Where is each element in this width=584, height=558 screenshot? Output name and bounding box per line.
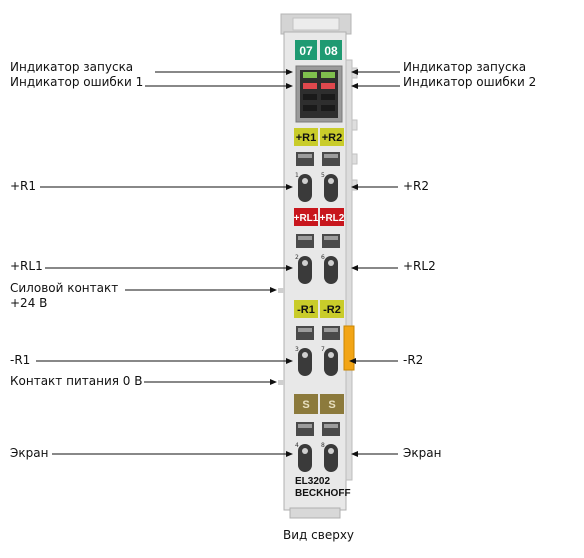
power-side-contact (343, 325, 355, 371)
tag-r1-pos (294, 128, 318, 146)
label-rl1-pos: +RL1 (10, 259, 43, 273)
bottom-clip (289, 507, 341, 519)
tag-r1-pos-text: +R1 (296, 132, 317, 144)
tag-r2-neg-text: -R2 (323, 304, 341, 316)
channel-number-right: 08 (324, 44, 338, 58)
tag-r2-neg (320, 300, 344, 318)
label-rl2-pos: +RL2 (403, 259, 436, 273)
label-error-led-2: Индикатор ошибки 2 (403, 75, 537, 89)
terminal-number-1: 1 (295, 172, 299, 179)
power-contact-0v-pin (278, 380, 284, 385)
channel-box-left (295, 40, 317, 60)
tag-r2-pos-text: +R2 (322, 132, 343, 144)
terminal-number-4: 4 (295, 442, 299, 449)
side-rail (345, 59, 353, 481)
label-r1-neg: -R1 (10, 353, 31, 367)
terminal-module: 07 08 +R1 +R2 +RL1 +RL2 -R1 -R2 (278, 13, 358, 519)
run-led-right (321, 72, 335, 78)
caption-top-view: Вид сверху (283, 528, 355, 542)
channel-box-right (320, 40, 342, 60)
label-power-contact-voltage: +24 В (10, 296, 48, 310)
led-window (295, 65, 343, 123)
callout-arrows (36, 69, 400, 457)
terminal-number-8: 8 (321, 442, 325, 449)
power-contact-pin (278, 288, 284, 293)
brand-logo: BECKHOFF (295, 488, 351, 499)
label-shield-left: Экран (10, 446, 49, 460)
error-led-1 (303, 83, 317, 89)
terminal-number-2: 2 (295, 254, 299, 261)
label-error-led-1: Индикатор ошибки 1 (10, 75, 144, 89)
tag-rl1-pos (294, 208, 318, 226)
tag-r2-pos (320, 128, 344, 146)
tag-rl1-pos-text: +RL1 (294, 213, 319, 224)
run-led-left (303, 72, 317, 78)
tag-r1-neg-text: -R1 (297, 304, 315, 316)
terminal-number-7: 7 (321, 346, 325, 353)
label-run-led-right: Индикатор запуска (403, 60, 527, 74)
label-r2-pos: +R2 (403, 179, 430, 193)
tag-shield-left-text: S (302, 399, 309, 411)
error-led-2 (321, 83, 335, 89)
release-slots (296, 152, 340, 436)
label-power-contact: Силовой контакт (10, 281, 119, 295)
label-r2-neg: -R2 (403, 353, 424, 367)
label-run-led-left: Индикатор запуска (10, 60, 134, 74)
channel-number-left: 07 (299, 44, 313, 58)
model-name: EL3202 (295, 476, 330, 487)
terminal-number-5: 5 (321, 172, 325, 179)
label-r1-pos: +R1 (10, 179, 37, 193)
wire-entries (298, 174, 338, 472)
label-power-contact-0v: Контакт питания 0 В (10, 374, 143, 388)
tag-shield-left (294, 394, 318, 414)
tag-shield-right-text: S (328, 399, 335, 411)
terminal-number-3: 3 (295, 346, 299, 353)
tag-r1-neg (294, 300, 318, 318)
tag-rl2-pos-text: +RL2 (320, 213, 345, 224)
tag-rl2-pos (320, 208, 344, 226)
tag-shield-right (320, 394, 344, 414)
terminal-number-6: 6 (321, 254, 325, 261)
label-shield-right: Экран (403, 446, 442, 460)
